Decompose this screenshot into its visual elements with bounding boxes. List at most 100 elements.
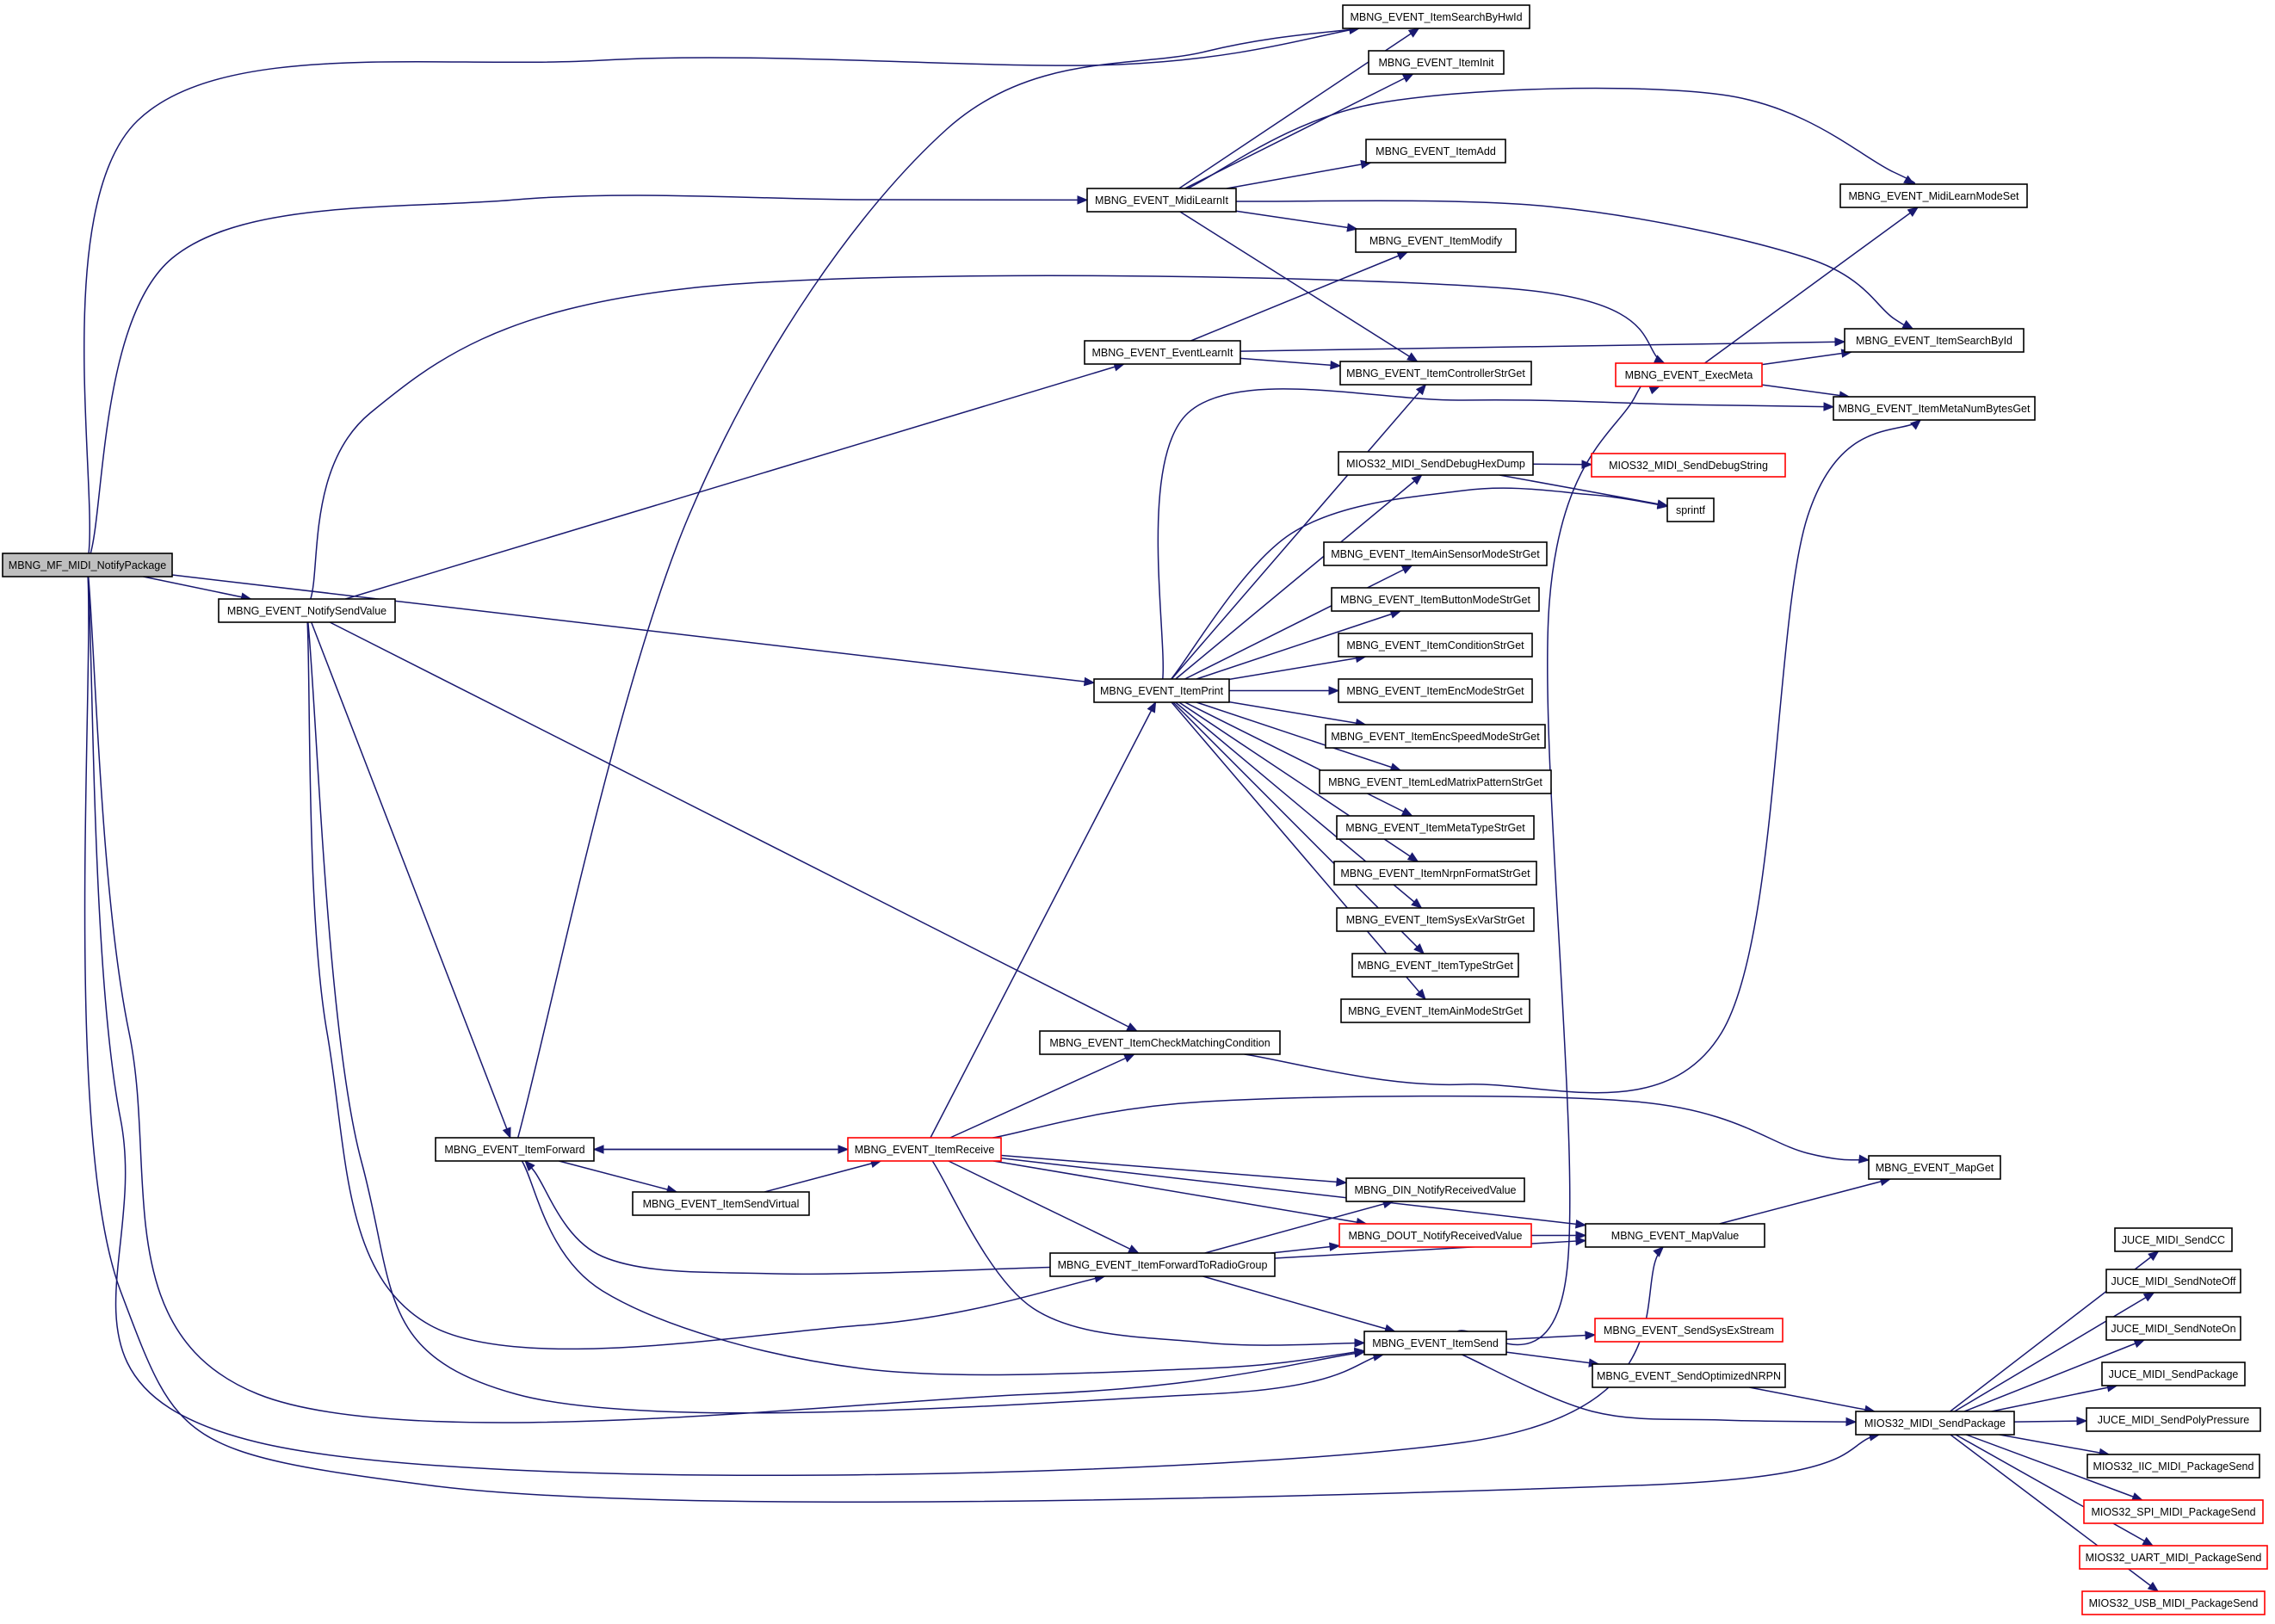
node-din-notify[interactable]: MBNG_DIN_NotifyReceivedValue — [1345, 1177, 1525, 1202]
node-hexdump[interactable]: MIOS32_MIDI_SendDebugHexDump — [1338, 451, 1534, 476]
node-label: MBNG_DOUT_NotifyReceivedValue — [1349, 1230, 1523, 1242]
node-item-forward[interactable]: MBNG_EVENT_ItemForward — [435, 1137, 595, 1162]
call-edge — [1462, 1354, 1857, 1423]
arrow-head — [592, 1145, 604, 1154]
node-ctrl-str[interactable]: MBNG_EVENT_ItemControllerStrGet — [1339, 361, 1532, 386]
call-edge — [87, 576, 1664, 1476]
node-send-package[interactable]: MIOS32_MIDI_SendPackage — [1855, 1411, 2015, 1436]
call-edge — [329, 621, 1138, 1032]
arrow-head — [2142, 1292, 2155, 1302]
call-edge — [1966, 1434, 2142, 1501]
node-sysex-var[interactable]: MBNG_EVENT_ItemSysExVarStrGet — [1336, 907, 1535, 932]
node-nrpn-fmt[interactable]: MBNG_EVENT_ItemNrpnFormatStrGet — [1333, 861, 1537, 886]
node-box — [1340, 998, 1530, 1023]
arrow-head — [1411, 898, 1423, 909]
call-edge — [1171, 384, 1426, 680]
node-juce-poly[interactable]: JUCE_MIDI_SendPolyPressure — [2086, 1407, 2261, 1432]
arrow-head — [1147, 701, 1157, 713]
node-label: MBNG_EVENT_ItemNrpnFormatStrGet — [1340, 868, 1530, 880]
node-label: MIOS32_MIDI_SendDebugHexDump — [1346, 458, 1525, 470]
node-check-match[interactable]: MBNG_EVENT_ItemCheckMatchingCondition — [1039, 1030, 1281, 1055]
call-edge — [83, 28, 1359, 554]
node-event-learn[interactable]: MBNG_EVENT_EventLearnIt — [1084, 340, 1241, 365]
arrow-head — [1126, 1022, 1139, 1032]
node-uart-send[interactable]: MIOS32_UART_MIDI_PackageSend — [2079, 1545, 2268, 1570]
node-spi-send[interactable]: MIOS32_SPI_MIDI_PackageSend — [2083, 1499, 2264, 1524]
arrow-head — [1903, 175, 1915, 185]
call-edge — [1505, 1334, 1596, 1341]
node-debug-string[interactable]: MIOS32_MIDI_SendDebugString — [1591, 453, 1786, 478]
node-midi-learn[interactable]: MBNG_EVENT_MidiLearnIt — [1086, 188, 1237, 213]
node-label: MBNG_EVENT_ItemCheckMatchingCondition — [1049, 1037, 1270, 1049]
node-iic-send[interactable]: MIOS32_IIC_MIDI_PackageSend — [2086, 1454, 2260, 1479]
node-box — [2114, 1227, 2233, 1252]
node-item-init[interactable]: MBNG_EVENT_ItemInit — [1368, 50, 1505, 75]
node-fwd-radio[interactable]: MBNG_EVENT_ItemForwardToRadioGroup — [1049, 1252, 1276, 1277]
node-meta-type[interactable]: MBNG_EVENT_ItemMetaTypeStrGet — [1336, 815, 1535, 840]
call-edge — [1184, 565, 1413, 680]
arrow-head — [1656, 499, 1669, 509]
arrow-head — [1329, 1242, 1341, 1251]
node-box — [1351, 953, 1519, 978]
arrow-head — [1585, 1331, 1597, 1340]
node-ain-mode[interactable]: MBNG_EVENT_ItemAinModeStrGet — [1340, 998, 1530, 1023]
node-juce-package[interactable]: JUCE_MIDI_SendPackage — [2101, 1362, 2246, 1386]
node-search-id[interactable]: MBNG_EVENT_ItemSearchById — [1844, 328, 2025, 353]
node-map-get[interactable]: MBNG_EVENT_MapGet — [1868, 1155, 2001, 1180]
arrow-head — [1354, 1338, 1366, 1348]
node-item-print[interactable]: MBNG_EVENT_ItemPrint — [1093, 678, 1230, 703]
node-box — [1338, 678, 1533, 703]
node-notify-send[interactable]: MBNG_EVENT_NotifySendValue — [218, 598, 396, 623]
node-juce-noteoff[interactable]: JUCE_MIDI_SendNoteOff — [2105, 1269, 2241, 1294]
node-enc-mode[interactable]: MBNG_EVENT_ItemEncModeStrGet — [1338, 678, 1533, 703]
edge-layer — [83, 25, 2160, 1592]
node-box — [2, 553, 173, 577]
node-sprintf[interactable]: sprintf — [1666, 497, 1715, 522]
arrow-head — [1575, 1231, 1587, 1240]
node-item-send-virtual[interactable]: MBNG_EVENT_ItemSendVirtual — [632, 1191, 810, 1216]
node-item-send[interactable]: MBNG_EVENT_ItemSend — [1363, 1331, 1507, 1355]
call-edge — [1235, 210, 1357, 230]
node-item-modify[interactable]: MBNG_EVENT_ItemModify — [1355, 228, 1517, 253]
node-item-receive[interactable]: MBNG_EVENT_ItemReceive — [847, 1137, 1002, 1162]
node-box — [1594, 1318, 1784, 1343]
node-button-mode[interactable]: MBNG_EVENT_ItemButtonModeStrGet — [1331, 587, 1540, 612]
call-edge — [1244, 419, 1921, 1094]
node-label: MBNG_EVENT_MidiLearnModeSet — [1849, 190, 2020, 202]
node-box — [1355, 228, 1517, 253]
node-send-sysex[interactable]: MBNG_EVENT_SendSysExStream — [1594, 1318, 1784, 1343]
node-learn-mode-set[interactable]: MBNG_EVENT_MidiLearnModeSet — [1839, 183, 2028, 208]
node-enc-speed[interactable]: MBNG_EVENT_ItemEncSpeedModeStrGet — [1325, 724, 1546, 749]
arrow-head — [1575, 1236, 1587, 1246]
node-label: MBNG_EVENT_MapGet — [1876, 1162, 1994, 1174]
call-edge — [311, 621, 511, 1139]
node-juce-cc[interactable]: JUCE_MIDI_SendCC — [2114, 1227, 2233, 1252]
arrow-head — [1400, 807, 1413, 817]
node-dout-notify[interactable]: MBNG_DOUT_NotifyReceivedValue — [1338, 1223, 1532, 1248]
call-edge — [763, 1160, 881, 1193]
call-edge — [1505, 1351, 1599, 1365]
arrow-head — [1353, 1347, 1366, 1357]
node-box — [2086, 1454, 2260, 1479]
node-condition-str[interactable]: MBNG_EVENT_ItemConditionStrGet — [1338, 633, 1533, 658]
node-box — [1325, 724, 1546, 749]
call-edge — [2013, 1420, 2087, 1423]
node-label: MBNG_EVENT_ItemControllerStrGet — [1346, 367, 1525, 380]
call-edge — [1963, 1339, 2145, 1412]
node-led-matrix[interactable]: MBNG_EVENT_ItemLedMatrixPatternStrGet — [1319, 769, 1552, 794]
node-map-value[interactable]: MBNG_EVENT_MapValue — [1585, 1223, 1765, 1248]
node-meta-bytes[interactable]: MBNG_EVENT_ItemMetaNumBytesGet — [1833, 396, 2036, 421]
node-exec-meta[interactable]: MBNG_EVENT_ExecMeta — [1615, 362, 1763, 387]
node-label: MBNG_EVENT_ItemPrint — [1100, 685, 1224, 697]
arrow-head — [524, 1160, 535, 1172]
node-search-hwid[interactable]: MBNG_EVENT_ItemSearchByHwId — [1342, 4, 1530, 29]
node-type-str[interactable]: MBNG_EVENT_ItemTypeStrGet — [1351, 953, 1519, 978]
node-item-add[interactable]: MBNG_EVENT_ItemAdd — [1365, 139, 1506, 164]
node-send-nrpn[interactable]: MBNG_EVENT_SendOptimizedNRPN — [1592, 1363, 1786, 1388]
node-box — [847, 1137, 1002, 1162]
node-ain-sensor[interactable]: MBNG_EVENT_ItemAinSensorModeStrGet — [1323, 541, 1548, 566]
node-juce-noteon[interactable]: JUCE_MIDI_SendNoteOn — [2105, 1316, 2241, 1341]
node-label: MBNG_EVENT_ItemMetaTypeStrGet — [1345, 822, 1525, 834]
node-box — [1319, 769, 1552, 794]
node-usb-send[interactable]: MIOS32_USB_MIDI_PackageSend — [2081, 1590, 2266, 1615]
